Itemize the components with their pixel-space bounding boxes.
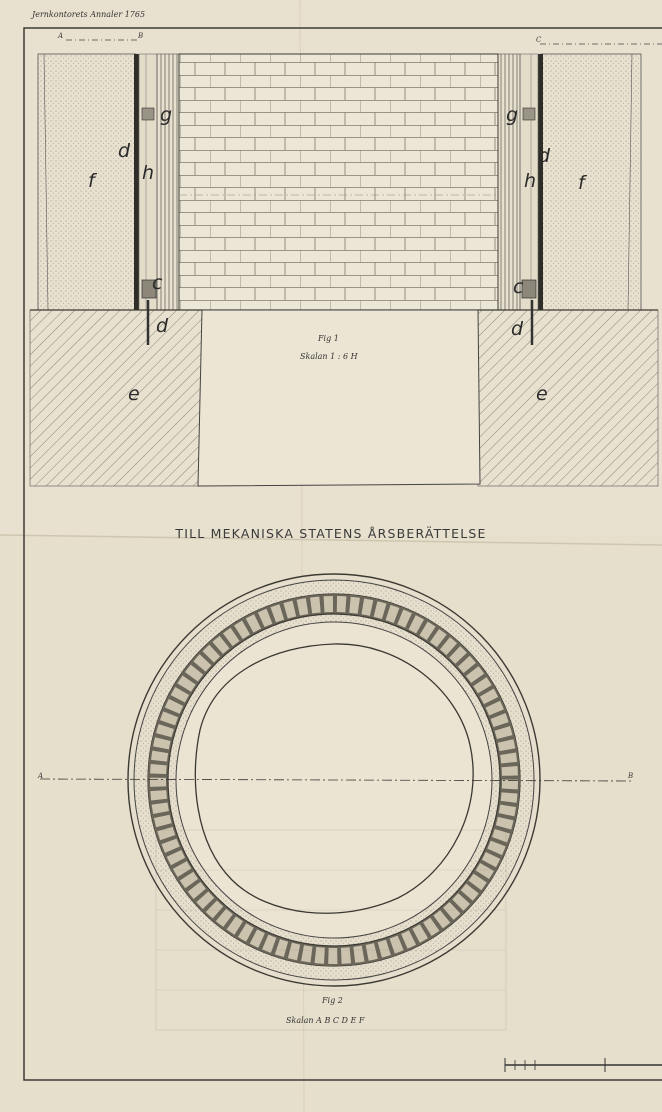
- label-g-right: g: [506, 104, 519, 126]
- section-mark-a: A: [58, 32, 64, 40]
- ghost-print: [155, 829, 507, 1031]
- plan-axis-mark-left: A: [38, 772, 44, 780]
- label-h-left: h: [142, 162, 155, 184]
- figure-2-scale: Skalan A B C D E F: [286, 1016, 365, 1025]
- header-note: Jernkontorets Annaler 1765: [32, 10, 146, 19]
- label-h-right: h: [524, 170, 537, 192]
- figure-2-plan: [39, 573, 633, 987]
- label-c-left: c: [152, 272, 163, 294]
- label-g-left: g: [160, 104, 173, 126]
- label-f-right: f: [578, 172, 585, 194]
- figure-1-section: [29, 53, 659, 487]
- figure-2-label: Fig 2: [322, 996, 343, 1005]
- label-d-upper-right: d: [538, 145, 551, 167]
- plan-axis-mark-right: B: [628, 772, 634, 780]
- label-f-left: f: [88, 170, 95, 192]
- sheet-title: TILL MEKANISKA STATENS ÅRSBERÄTTELSE: [175, 526, 487, 541]
- scale-bar: [504, 1058, 662, 1072]
- drawing-frame: [23, 27, 662, 1081]
- label-d-lower-right: d: [511, 318, 524, 340]
- label-d-upper-left: d: [118, 140, 131, 162]
- label-c-right: c: [513, 276, 524, 298]
- label-d-lower-left: d: [156, 315, 169, 337]
- figure-1-label: Fig 1: [318, 334, 339, 343]
- section-mark-b: B: [138, 32, 144, 40]
- label-e-left: e: [128, 383, 140, 405]
- figure-1-scale: Skalan 1 : 6 H: [300, 352, 358, 361]
- label-e-right: e: [536, 383, 548, 405]
- section-mark-c: C: [536, 36, 542, 44]
